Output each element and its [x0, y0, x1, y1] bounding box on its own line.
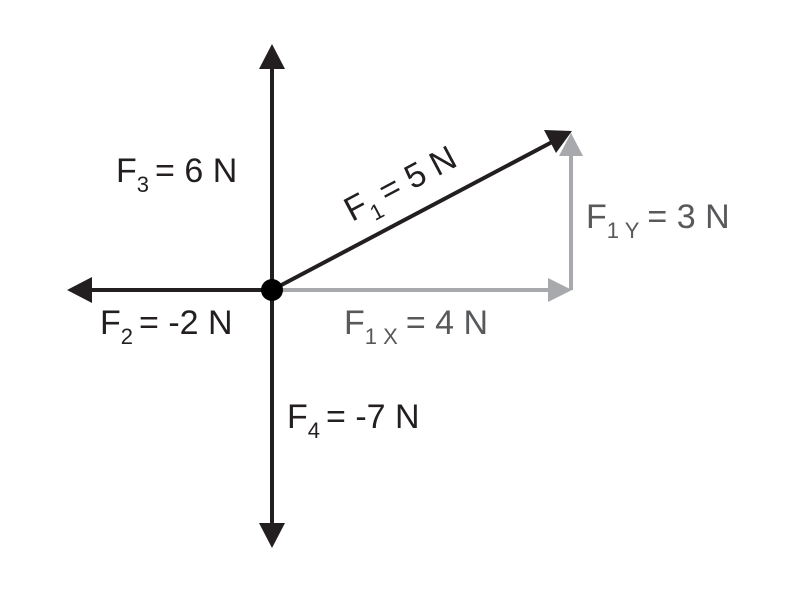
f1x-arrowhead — [548, 278, 572, 302]
f2-label-subscript: 2 — [121, 324, 133, 349]
f1-vector-line — [271, 139, 555, 292]
f2-arrowhead — [67, 277, 92, 303]
f4-label: F4= -7 N — [287, 398, 420, 443]
f4-label-main: F — [287, 398, 308, 436]
f4-label-value: = -7 N — [326, 398, 420, 436]
f1y-label-subscript: 1 Y — [607, 218, 640, 243]
f3-arrowhead — [259, 44, 285, 69]
f2-label: F2= -2 N — [100, 304, 233, 349]
f4-arrowhead — [259, 523, 285, 548]
f1y-label: F1 Y = 3 N — [586, 198, 730, 243]
f2-label-main: F — [100, 304, 121, 342]
f1x-label-value: = 4 N — [406, 304, 488, 342]
f3-label-subscript: 3 — [137, 172, 149, 197]
f1y-label-value: = 3 N — [647, 198, 729, 236]
f1x-label-subscript: 1 X — [365, 324, 398, 349]
f3-label-value: = 6 N — [155, 152, 237, 190]
f1y-label-main: F — [586, 198, 607, 236]
origin-point — [261, 279, 283, 301]
f3-label: F3= 6 N — [116, 152, 237, 197]
f1x-label: F1 X = 4 N — [344, 304, 488, 349]
f1y-arrowhead — [559, 133, 583, 156]
f4-label-subscript: 4 — [308, 418, 320, 443]
f2-label-value: = -2 N — [139, 304, 233, 342]
f3-label-main: F — [116, 152, 137, 190]
f1-arrowhead — [544, 130, 572, 153]
f1x-label-main: F — [344, 304, 365, 342]
f1-label-value: = 5 N — [372, 139, 462, 211]
